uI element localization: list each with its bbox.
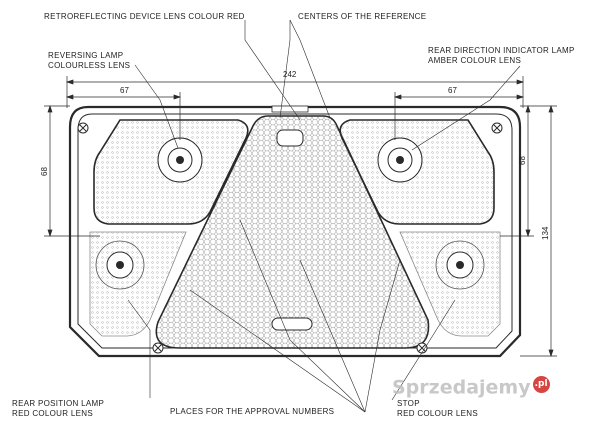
retroreflector-triangle — [155, 115, 430, 349]
watermark-text: Sprzedajemy — [392, 376, 531, 399]
label-stop-lamp: STOP — [397, 399, 420, 408]
watermark-logo: Sprzedajemy.pl — [392, 376, 550, 398]
dim-left-height: 68 — [40, 167, 49, 176]
dim-right-width: 67 — [448, 86, 457, 95]
label-rear-position-lamp: REAR POSITION LAMP — [12, 399, 105, 408]
direction-indicator-lens — [339, 119, 495, 225]
lamp-housing — [68, 105, 522, 358]
mounting-screws — [77, 122, 503, 354]
watermark-badge: .pl — [532, 376, 550, 393]
dim-overall-height: 134 — [541, 226, 550, 240]
dimension-lines — [44, 76, 557, 358]
leader-lines — [127, 19, 521, 413]
rear-position-lens — [89, 231, 187, 337]
label-approval-numbers: PLACES FOR THE APPROVAL NUMBERS — [170, 407, 335, 416]
dim-overall-width: 242 — [283, 70, 297, 79]
label-reversing-lamp: REVERSING LAMP — [48, 51, 124, 60]
reversing-lamp-lens — [93, 119, 249, 225]
label-centers-reference: CENTERS OF THE REFERENCE — [298, 12, 427, 21]
label-reversing-lens: COLOURLESS LENS — [48, 61, 131, 70]
label-retroreflecting: RETROREFLECTING DEVICE LENS COLOUR RED — [44, 12, 245, 21]
label-direction-lens: AMBER COLOUR LENS — [428, 56, 522, 65]
dim-right-height: 68 — [518, 156, 527, 165]
top-notch — [271, 105, 309, 113]
dim-left-width: 67 — [120, 86, 129, 95]
label-rear-position-lens: RED COLOUR LENS — [12, 409, 93, 418]
label-stop-lens: RED COLOUR LENS — [397, 409, 478, 418]
label-direction-lamp: REAR DIRECTION INDICATOR LAMP — [428, 46, 575, 55]
stop-lamp-lens — [399, 231, 501, 337]
